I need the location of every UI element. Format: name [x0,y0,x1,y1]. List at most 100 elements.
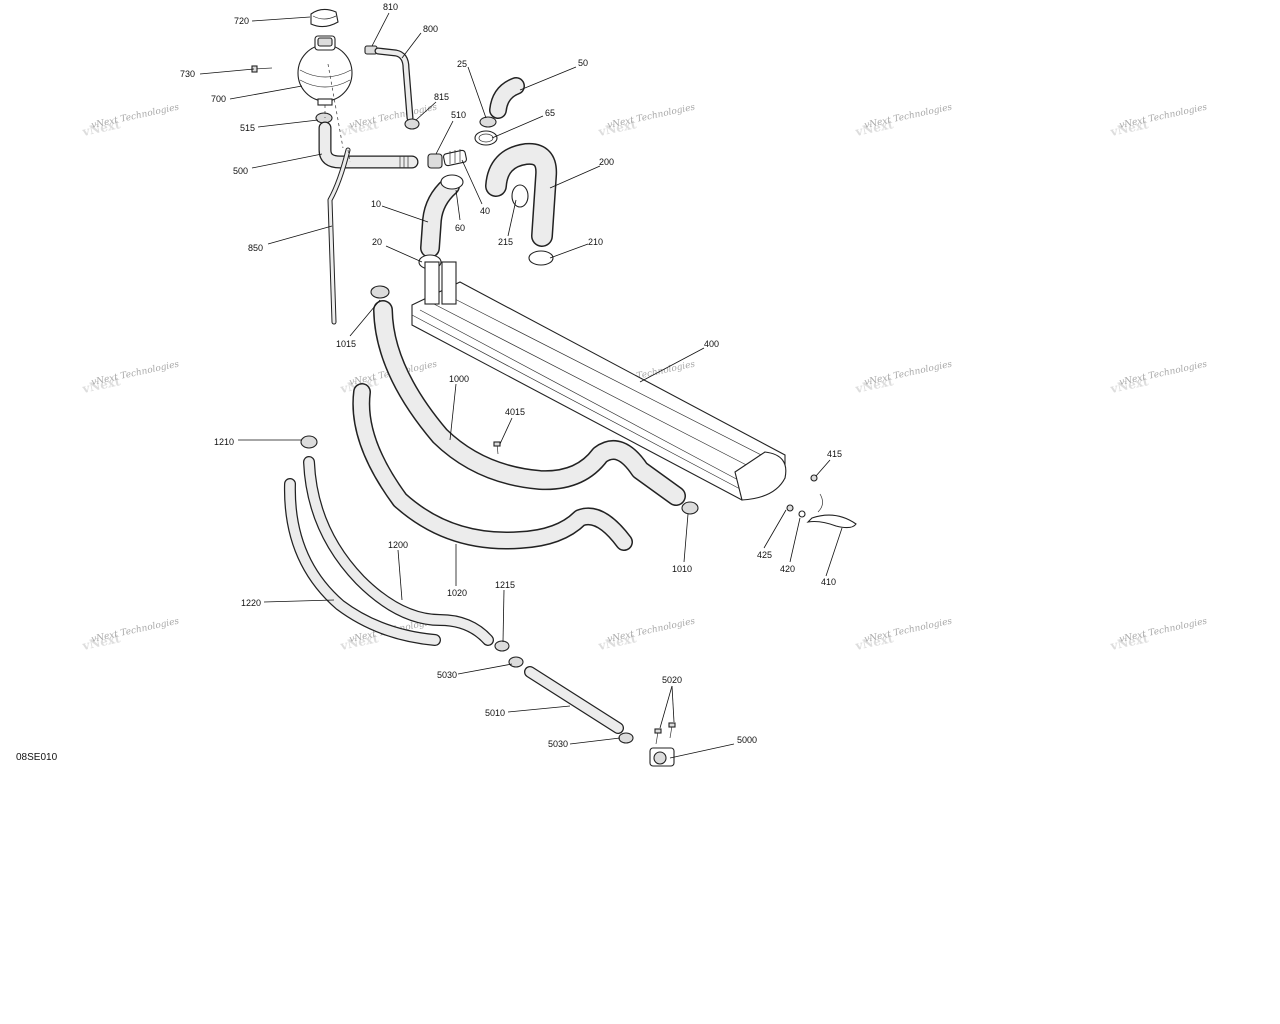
callout-5030-upper: 5030 [437,670,457,680]
part-415-nut [810,474,818,482]
callout-4015: 4015 [505,407,525,417]
watermark: vNext vNext Technologies [596,102,696,139]
part-210-clamp [528,250,554,266]
callout-810: 810 [383,2,398,12]
part-420-washer [798,510,806,518]
callout-5010: 5010 [485,708,505,718]
svg-text:vNext Technologies: vNext Technologies [91,102,181,130]
svg-text:vNext Technologies: vNext Technologies [864,616,954,644]
callout-1215: 1215 [495,580,515,590]
svg-text:vNext Technologies: vNext Technologies [864,102,954,130]
watermark: vNext vNext Technologies [1108,616,1208,653]
leader-lines [199,12,843,759]
callout-50: 50 [578,58,588,68]
callout-425: 425 [757,550,772,560]
callout-420: 420 [780,564,795,574]
part-1020-hose [352,383,633,551]
part-1200-hose [303,456,494,646]
part-425-screw [786,504,794,512]
watermark: vNext vNext Technologies [80,616,180,653]
callout-400: 400 [704,339,719,349]
part-60-clamp [440,174,464,190]
callout-700: 700 [211,94,226,104]
part-5030-clamp-lower [618,732,634,744]
part-720-tank-cap [310,8,339,28]
svg-text:vNext Technologies: vNext Technologies [1119,359,1209,387]
part-5000-valve [649,747,675,767]
callout-1020: 1020 [447,588,467,598]
callout-200: 200 [599,157,614,167]
watermark: vNext vNext Technologies [1108,102,1208,139]
part-400-heat-exchanger [411,261,787,501]
callout-720: 720 [234,16,249,26]
part-850-vent-tube [327,147,351,325]
svg-text:vNext Technologies: vNext Technologies [1119,102,1209,130]
callout-5000: 5000 [737,735,757,745]
callout-1010: 1010 [672,564,692,574]
svg-text:vNext Technologies: vNext Technologies [607,616,697,644]
callout-1000: 1000 [449,374,469,384]
watermark: vNext vNext Technologies [853,359,953,396]
watermark: vNext vNext Technologies [80,102,180,139]
callout-60: 60 [455,223,465,233]
callout-5020: 5020 [662,675,682,685]
part-215-clamp [511,184,529,208]
callout-800: 800 [423,24,438,34]
svg-text:vNext Technologies: vNext Technologies [607,102,697,130]
watermark: vNext vNext Technologies [1108,359,1208,396]
callout-40: 40 [480,206,490,216]
svg-text:vNext Technologies: vNext Technologies [91,359,181,387]
callout-510: 510 [451,110,466,120]
watermarks: vNext vNext Technologies vNext vNext Tec… [80,102,1208,653]
part-10-hose [420,176,460,258]
svg-text:vNext Technologies: vNext Technologies [864,359,954,387]
part-5020-screws [654,722,676,745]
part-65-clamp [474,130,498,146]
watermark: vNext vNext Technologies [80,359,180,396]
callout-1210: 1210 [214,437,234,447]
callout-labels: 720 810 800 730 700 515 815 510 25 50 65… [180,2,842,749]
callout-730: 730 [180,69,195,79]
watermark: vNext vNext Technologies [853,102,953,139]
part-1210-clamp [300,435,318,449]
watermark: vNext vNext Technologies [338,102,438,139]
callout-410: 410 [821,577,836,587]
part-815-clamp [404,118,420,130]
part-1015-clamp [370,285,390,299]
part-1000-hose [373,300,686,506]
part-40-fitting [443,149,467,167]
svg-text:vNext Technologies: vNext Technologies [91,616,181,644]
part-730-screw [251,65,273,73]
part-500-hose [318,121,419,169]
part-5010-tube [524,666,624,734]
diagram-code: 08SE010 [16,752,58,763]
callout-815: 815 [434,92,449,102]
svg-text:vNext Technologies: vNext Technologies [349,102,439,130]
watermark: vNext vNext Technologies [853,616,953,653]
callout-1200: 1200 [388,540,408,550]
part-515-clamp [315,112,333,124]
callout-515: 515 [240,123,255,133]
part-1215-clamp [494,640,510,652]
watermark: vNext vNext Technologies [596,616,696,653]
callout-415: 415 [827,449,842,459]
callout-65: 65 [545,108,555,118]
callout-1220: 1220 [241,598,261,608]
callout-210: 210 [588,237,603,247]
part-1220-hose [283,478,441,646]
callout-10: 10 [371,199,381,209]
part-510-fitting [427,153,443,169]
part-25-clamp [479,116,497,128]
callout-20: 20 [372,237,382,247]
callout-25: 25 [457,59,467,69]
part-50-hose [489,77,525,119]
callout-500: 500 [233,166,248,176]
part-1010-clamp [681,501,699,515]
svg-text:vNext Technologies: vNext Technologies [1119,616,1209,644]
part-410-bracket [806,493,857,529]
part-700-expansion-tank [297,35,353,106]
part-5030-clamp-upper [508,656,524,668]
callout-1015: 1015 [336,339,356,349]
